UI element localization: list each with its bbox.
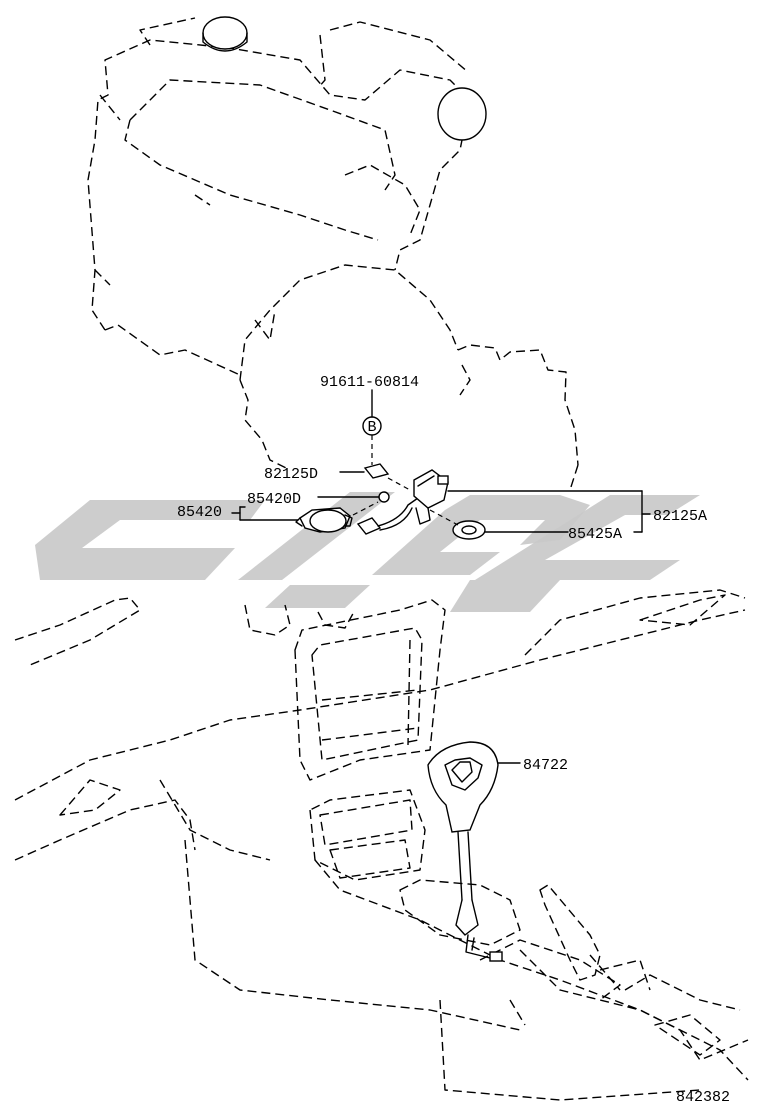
transmission-outline <box>239 264 579 491</box>
label-85420: 85420 <box>177 504 222 521</box>
bolt-marker-label: B <box>367 419 376 436</box>
label-82125D: 82125D <box>264 466 318 483</box>
label-85420D: 85420D <box>247 491 301 508</box>
label-91611-60814: 91611-60814 <box>320 374 419 391</box>
label-82125A: 82125A <box>653 508 707 525</box>
engine-outline <box>87 16 487 376</box>
label-84722: 84722 <box>523 757 568 774</box>
shift-lever <box>427 741 621 991</box>
watermark <box>35 492 700 612</box>
label-85425A: 85425A <box>568 526 622 543</box>
sensor-assembly: B <box>231 389 651 540</box>
illustration-number: 842382 <box>676 1089 730 1106</box>
part-labels: 91611-60814 82125D 85420D 85420 82125A 8… <box>177 374 730 1106</box>
console-outline <box>14 589 749 1101</box>
